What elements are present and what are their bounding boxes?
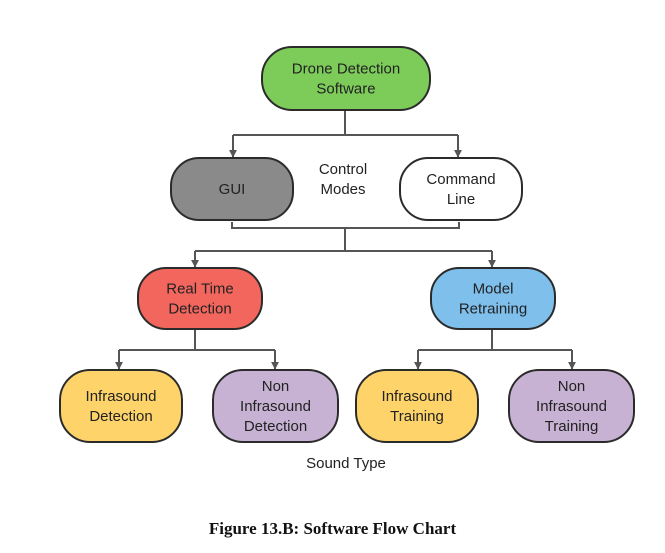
label-line: Command (426, 171, 495, 188)
node-non-infrasound-training-shape (508, 369, 635, 443)
label-line: Infrasound (382, 388, 453, 405)
label-line: Training (390, 408, 444, 425)
node-gui: GUI (170, 157, 294, 221)
node-non-infrasound-detection-shape (212, 369, 339, 443)
label-line: Infrasound (536, 398, 607, 415)
label-line: Sound Type (306, 455, 386, 472)
label-line: Detection (244, 418, 307, 435)
connector-modes-to-purposes (194, 228, 493, 266)
label-line: GUI (219, 181, 246, 198)
label-line: Detection (168, 300, 231, 317)
label-line: Non (558, 378, 586, 395)
connectors (115, 110, 576, 370)
node-infrasound-detection-shape (59, 369, 183, 443)
label-line: Infrasound (86, 388, 157, 405)
label-line: Detection (89, 408, 152, 425)
node-real-time-shape (137, 267, 263, 330)
connector-modes-merge (231, 222, 460, 229)
node-gui-shape (170, 157, 294, 221)
label-line: Infrasound (240, 398, 311, 415)
connector-retraining-to-training (417, 329, 573, 368)
label-line: Drone Detection (292, 60, 400, 77)
node-root-shape (261, 46, 431, 111)
label-line: Retraining (459, 300, 527, 317)
node-infrasound-training-shape (355, 369, 479, 443)
label-line: Line (447, 191, 475, 208)
label-line: Non (262, 378, 290, 395)
node-command-line-shape (399, 157, 523, 221)
sound-type-label: Sound Type (306, 455, 386, 472)
connector-realtime-to-detection (118, 329, 276, 368)
connector-root-to-modes (232, 110, 459, 156)
label-line: Control (319, 161, 367, 178)
label-line: Model (473, 280, 514, 297)
label-line: Training (545, 418, 599, 435)
node-gui-label: GUI (219, 181, 246, 198)
label-line: Software (316, 80, 375, 97)
label-line: Modes (320, 181, 365, 198)
label-line: Real Time (166, 280, 234, 297)
node-model-retraining-shape (430, 267, 556, 330)
figure-caption: Figure 13.B: Software Flow Chart (208, 519, 457, 538)
